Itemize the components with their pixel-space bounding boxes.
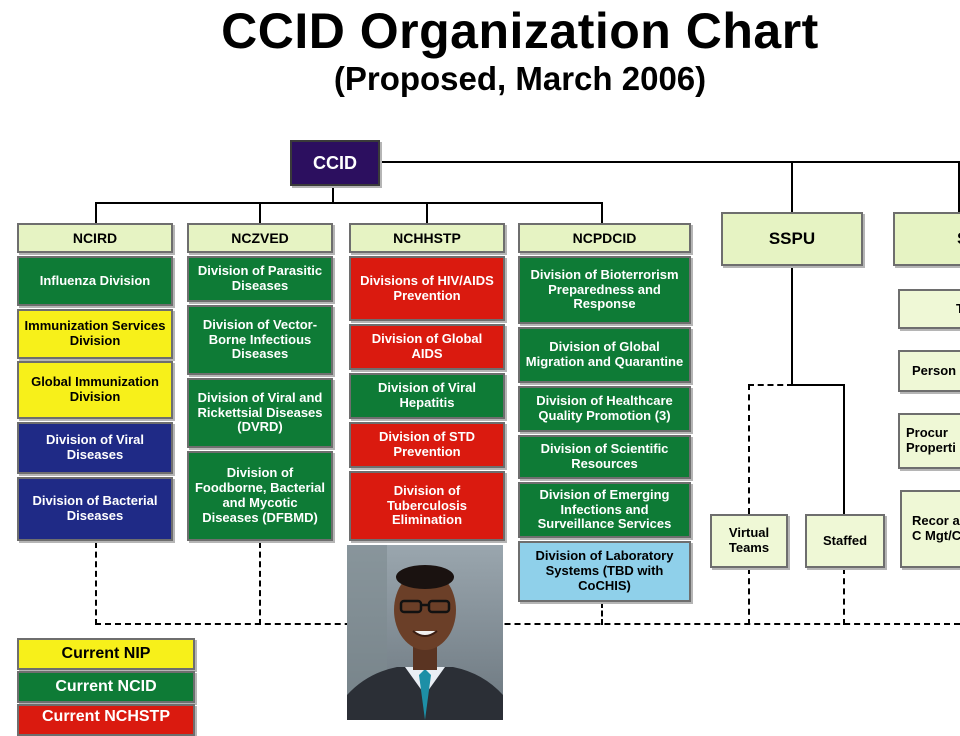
- connector-line: [259, 202, 261, 224]
- connector-line: [95, 202, 602, 204]
- partial-item-box: T: [898, 289, 960, 329]
- division-box: Division of Healthcare Quality Promotion…: [518, 386, 691, 432]
- partial-header-box: S: [893, 212, 960, 266]
- center-nchhstp-header: NCHHSTP: [349, 223, 505, 253]
- legend-item: Current NCID: [17, 671, 195, 703]
- dashed-connector: [748, 384, 750, 514]
- connector-line: [791, 161, 793, 213]
- division-box: Divisions of HIV/AIDS Prevention: [349, 256, 505, 321]
- connector-line: [843, 384, 845, 514]
- partial-item-box: Recor and C Mgt/C Lo: [900, 490, 960, 568]
- division-box: Influenza Division: [17, 256, 173, 306]
- division-box: Division of Vector-Borne Infectious Dise…: [187, 305, 333, 375]
- division-box: Division of Bacterial Diseases: [17, 477, 173, 541]
- portrait-illustration: [347, 545, 503, 720]
- dashed-connector: [259, 542, 261, 625]
- division-box: Global Immunization Division: [17, 361, 173, 419]
- connector-line: [958, 161, 960, 213]
- division-box: Immunization Services Division: [17, 309, 173, 359]
- portrait-photo: [347, 545, 503, 720]
- dashed-connector: [601, 602, 603, 625]
- division-box: Division of Tuberculosis Elimination: [349, 471, 505, 541]
- division-box: Division of Laboratory Systems (TBD with…: [518, 541, 691, 602]
- division-box: Division of Emerging Infections and Surv…: [518, 482, 691, 538]
- connector-line: [791, 266, 793, 385]
- division-box: Division of Parasitic Diseases: [187, 256, 333, 302]
- ccid-root-box: CCID: [290, 140, 380, 186]
- division-box: Division of Viral and Rickettsial Diseas…: [187, 378, 333, 448]
- connector-line: [601, 202, 603, 224]
- connector-line: [332, 186, 334, 203]
- connector-line: [426, 202, 428, 224]
- connector-line: [95, 202, 97, 224]
- division-box: Division of Foodborne, Bacterial and Myc…: [187, 451, 333, 541]
- division-box: Division of Viral Hepatitis: [349, 373, 505, 419]
- division-box: Division of Global Migration and Quarant…: [518, 327, 691, 383]
- sspu-box: SSPU: [721, 212, 863, 266]
- dashed-connector: [95, 623, 960, 625]
- division-box: Division of Global AIDS: [349, 324, 505, 370]
- partial-item-box: Procur Properti: [898, 413, 960, 469]
- staffed-box: Staffed: [805, 514, 885, 568]
- center-ncird-header: NCIRD: [17, 223, 173, 253]
- division-box: Division of Bioterrorism Preparedness an…: [518, 256, 691, 324]
- dashed-connector: [748, 568, 750, 625]
- chart-title: CCID Organization Chart: [221, 3, 819, 59]
- dashed-connector: [843, 568, 845, 625]
- dashed-connector: [748, 384, 793, 386]
- division-box: Division of Scientific Resources: [518, 435, 691, 479]
- center-ncpdcid-header: NCPDCID: [518, 223, 691, 253]
- division-box: Division of Viral Diseases: [17, 422, 173, 474]
- chart-subtitle: (Proposed, March 2006): [333, 60, 707, 97]
- virtual-teams-box: Virtual Teams: [710, 514, 788, 568]
- partial-item-box: Person: [898, 350, 960, 392]
- division-box: Division of STD Prevention: [349, 422, 505, 468]
- connector-line: [791, 384, 845, 386]
- legend-item: Current NIP: [17, 638, 195, 670]
- dashed-connector: [95, 542, 97, 625]
- legend-item: Current NCHSTP: [17, 704, 195, 736]
- connector-line: [380, 161, 960, 163]
- center-nczved-header: NCZVED: [187, 223, 333, 253]
